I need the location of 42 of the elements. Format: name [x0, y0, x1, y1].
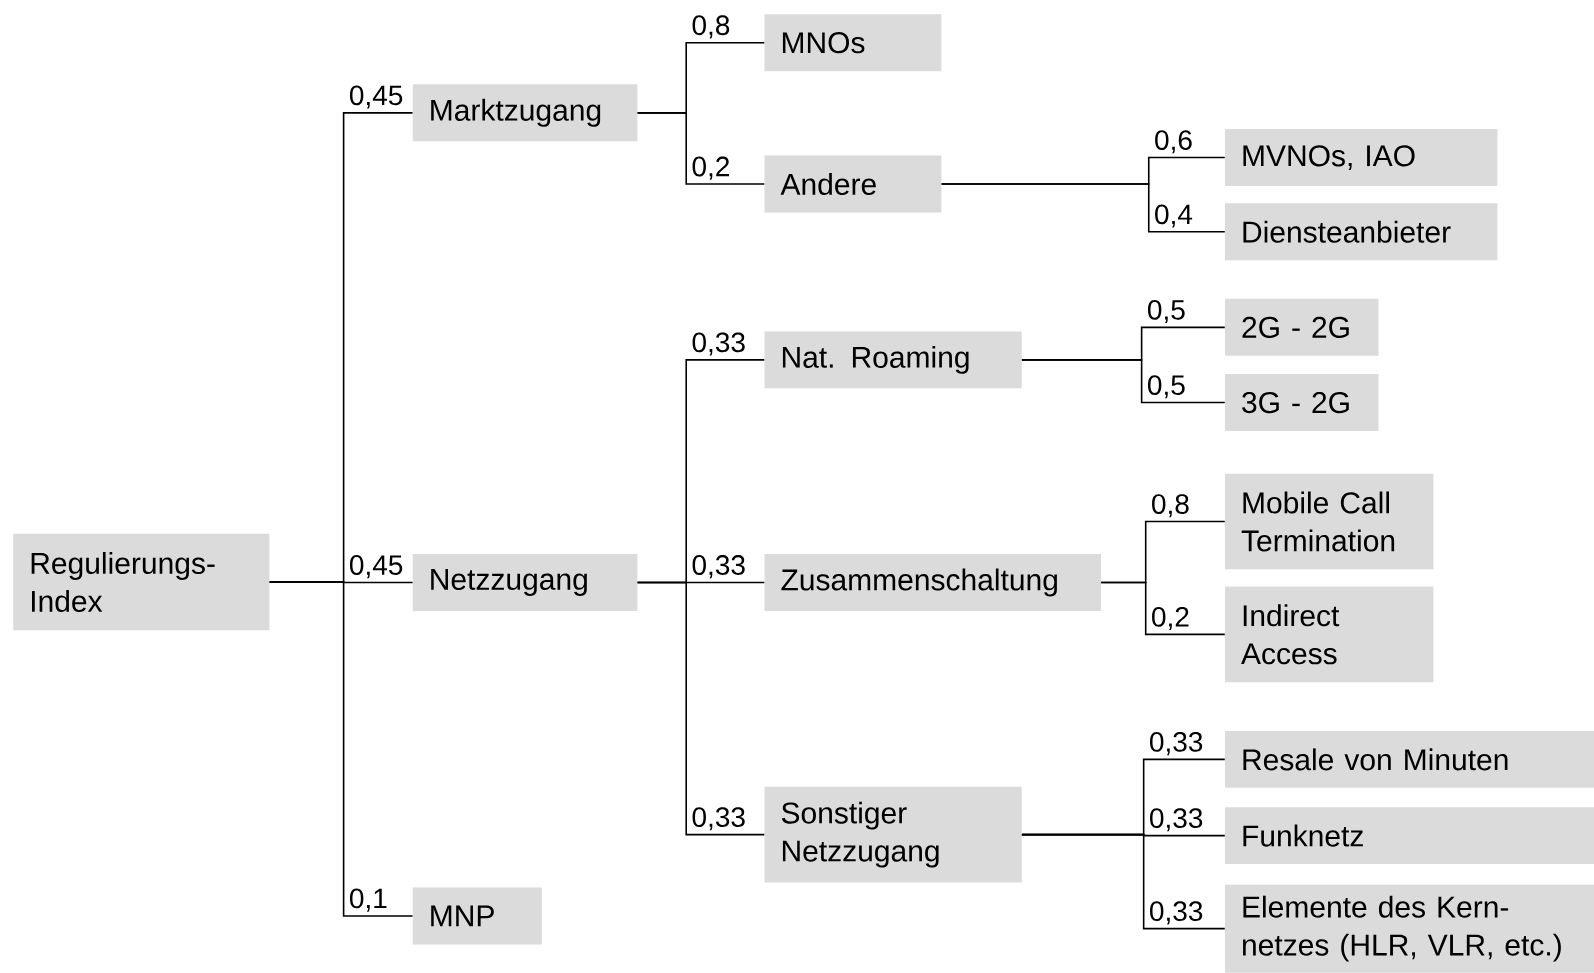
- edge-label: 0,8: [690, 14, 732, 40]
- edge-label: 0,8: [1149, 493, 1191, 519]
- connector: [636, 581, 766, 836]
- category-box: Marktzugang: [412, 84, 638, 142]
- connector: [940, 183, 1226, 233]
- edge-label: 0,2: [690, 155, 732, 181]
- edge-label: 0,33: [1147, 900, 1205, 926]
- category-box: MNP: [412, 887, 542, 945]
- connector: [1100, 581, 1226, 636]
- category-box: Sonstiger Netzzugang: [764, 786, 1022, 883]
- edge-label: 0,6: [1153, 129, 1194, 155]
- category-box: Resale von Minuten: [1225, 730, 1594, 788]
- edge-label: 0,45: [347, 84, 405, 110]
- edge-label: 0,4: [1153, 203, 1194, 229]
- edge-label: 0,33: [1147, 807, 1205, 833]
- category-box: Elemente des Kern- netzes (HLR, VLR, etc.): [1225, 884, 1594, 973]
- category-box: Regulierungs- Index: [13, 533, 270, 631]
- category-box: Diensteanbieter: [1225, 203, 1498, 261]
- category-box: MNOs: [764, 14, 942, 72]
- edge-label: 0,1: [347, 887, 389, 913]
- category-box: Nat. Roaming: [764, 331, 1022, 389]
- category-box: Indirect Access: [1225, 586, 1434, 683]
- edge-label: 0,33: [690, 806, 747, 832]
- edge-label: 0,33: [1147, 731, 1205, 757]
- category-box: Andere: [764, 155, 942, 213]
- category-box: Funknetz: [1225, 807, 1594, 865]
- edge-label: 0,33: [690, 331, 747, 357]
- connector: [1021, 833, 1226, 930]
- edge-label: 0,5: [1145, 298, 1187, 325]
- category-box: Netzzugang: [412, 554, 638, 611]
- connector: [636, 112, 766, 185]
- edge-label: 0,33: [690, 554, 747, 580]
- edge-label: 0,5: [1145, 374, 1187, 400]
- category-box: 2G - 2G: [1225, 298, 1379, 356]
- category-box: Zusammenschaltung: [764, 554, 1101, 611]
- category-box: Mobile Call Termination: [1225, 473, 1434, 570]
- edge-label: 0,45: [347, 554, 405, 580]
- category-box: 3G - 2G: [1225, 374, 1379, 432]
- connector: [268, 581, 414, 917]
- category-box: MVNOs, IAO: [1225, 129, 1498, 187]
- edge-label: 0,2: [1149, 605, 1191, 632]
- connector: [1021, 359, 1226, 404]
